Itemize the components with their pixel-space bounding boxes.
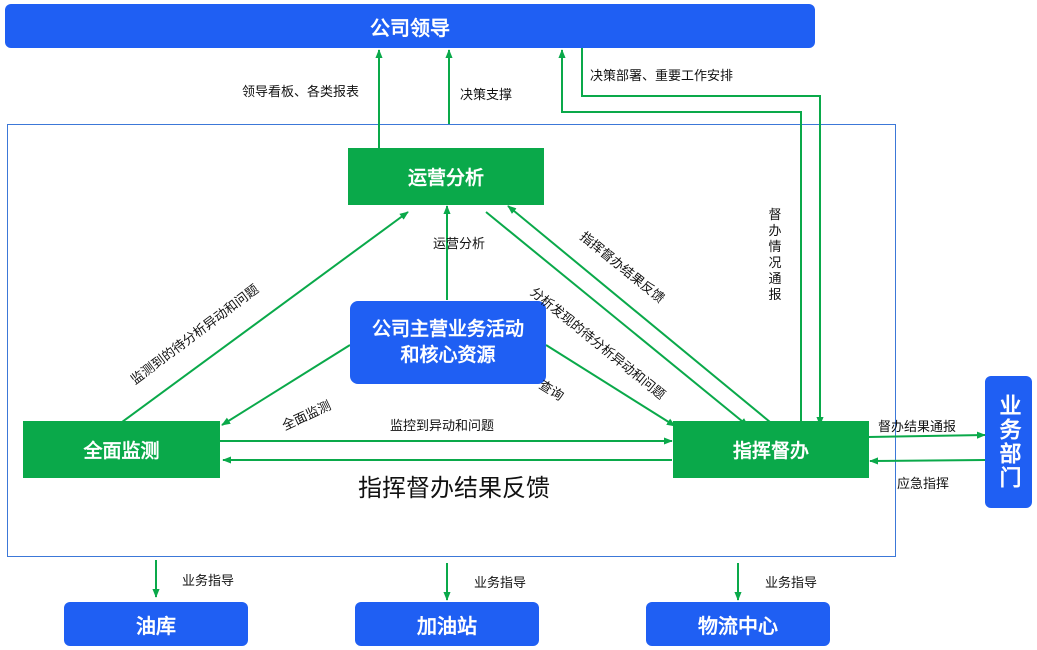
node-command-supervision: 指挥督办 <box>673 421 869 478</box>
node-oil-depot: 油库 <box>64 602 248 646</box>
node-operation-analysis: 运营分析 <box>348 148 544 205</box>
node-full-monitoring: 全面监测 <box>23 421 220 478</box>
label-supervise-report: 督办情况通报 <box>768 207 782 302</box>
node-logistics-center: 物流中心 <box>646 602 830 646</box>
node-gas-station: 加油站 <box>355 602 539 646</box>
arrow-decision-deploy <box>581 48 824 426</box>
arrow-supervise-report <box>558 49 802 425</box>
node-leadership: 公司领导 <box>5 4 815 48</box>
arrow-core-monitor <box>221 344 351 426</box>
label-analysis-core: 运营分析 <box>433 236 486 251</box>
arrow-core-command <box>545 344 676 427</box>
label-dashboard: 领导看板、各类报表 <box>242 84 360 99</box>
label-monitor-to-command: 监控到异动和问题 <box>390 418 495 433</box>
node-business-dept: 业务部门 <box>985 376 1032 508</box>
arrow-analysis-command <box>485 211 749 427</box>
label-result-report: 督办结果通报 <box>878 419 957 434</box>
arrow-command-analysis <box>507 205 771 423</box>
label-decision-deploy: 决策部署、重要工作安排 <box>590 68 734 83</box>
arrow-emergency <box>869 457 986 465</box>
label-guide-3: 业务指导 <box>765 575 818 590</box>
label-guide-1: 业务指导 <box>182 573 235 588</box>
label-guide-2: 业务指导 <box>474 575 527 590</box>
arrow-monitor-analysis <box>121 211 409 423</box>
system-boundary-frame <box>7 124 896 557</box>
label-emergency: 应急指挥 <box>897 476 950 491</box>
label-decision-support: 决策支撑 <box>460 87 513 102</box>
node-core-business: 公司主营业务活动和核心资源 <box>350 301 546 384</box>
arrow-result-report <box>867 431 986 439</box>
label-command-to-monitor: 指挥督办结果反馈 <box>358 475 550 502</box>
